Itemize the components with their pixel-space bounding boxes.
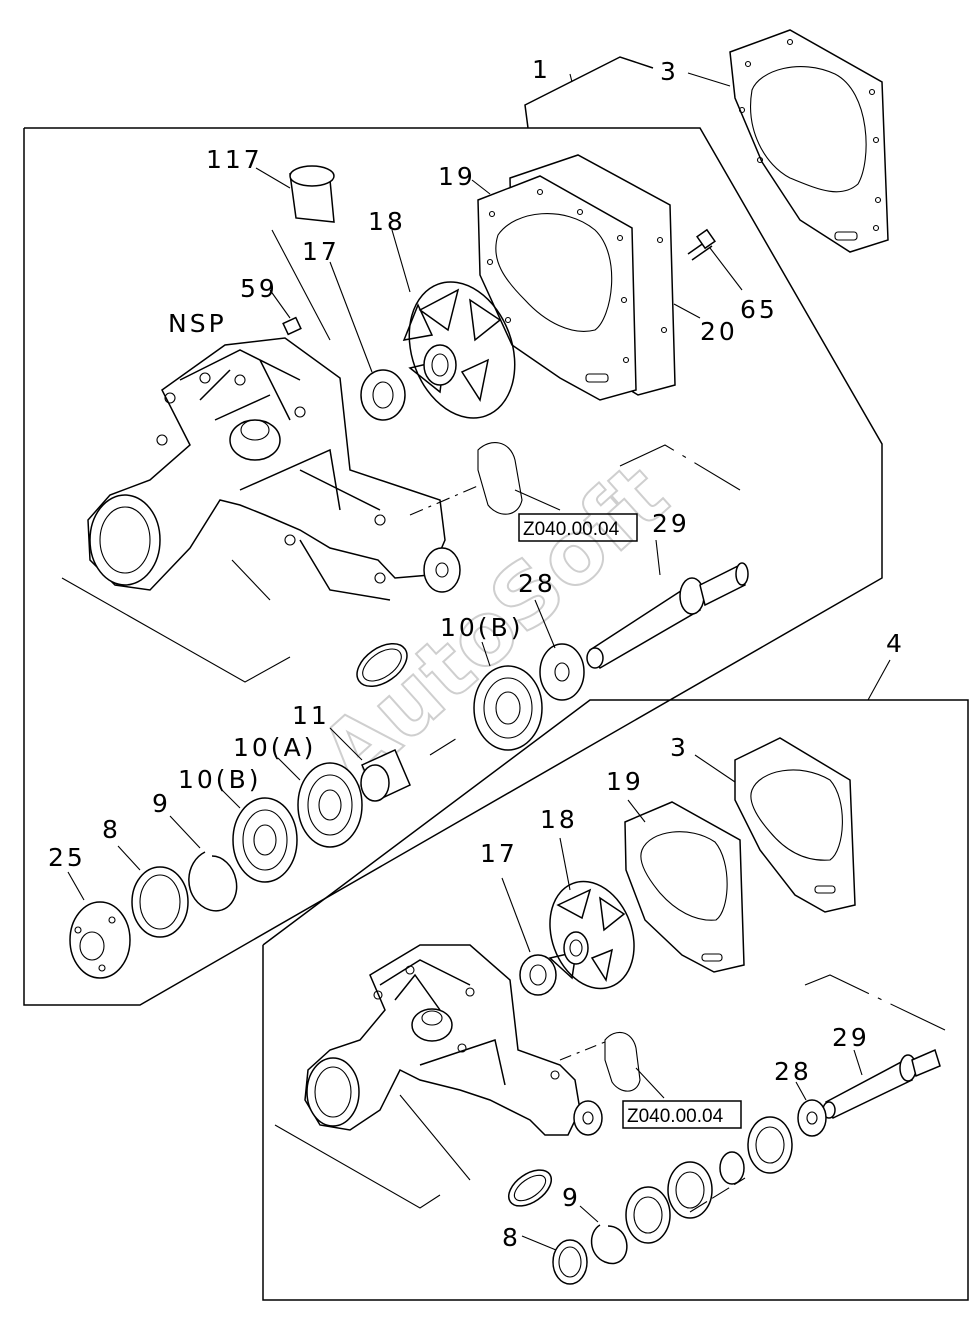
- seal-8-lower: [552, 1239, 588, 1285]
- label-part-29-upper: 29: [652, 509, 690, 538]
- label-part-19-upper: 19: [438, 162, 476, 191]
- shaft-29-lower: [822, 1048, 941, 1120]
- washer-28-upper: [539, 643, 585, 701]
- bracket-1: [524, 56, 654, 129]
- label-part-18-lower: 18: [540, 805, 578, 834]
- label-part-10a: 10(A): [233, 733, 316, 762]
- gasket-3-upper: [729, 29, 889, 253]
- frame-assembly-1: [23, 127, 883, 1006]
- label-part-17-upper: 17: [302, 237, 340, 266]
- seal-17-lower: [519, 954, 557, 996]
- spacer-11: [360, 749, 411, 802]
- label-part-10b-upper: 10(B): [440, 613, 523, 642]
- label-part-1: 1: [532, 55, 551, 84]
- ref-box-upper[interactable]: Z040.00.04: [518, 513, 638, 542]
- bearing-lower-3: [625, 1186, 671, 1244]
- bearing-lower-1: [747, 1116, 793, 1174]
- label-part-10b-lower: 10(B): [178, 765, 261, 794]
- ref-gasket-lower: [604, 1031, 641, 1092]
- label-part-8-lower: 8: [502, 1223, 521, 1252]
- spacer-lower: [719, 1151, 745, 1185]
- impeller-18-upper: [402, 281, 516, 419]
- seal-17-upper: [360, 369, 406, 421]
- o-ring-lower: [508, 1169, 552, 1207]
- label-part-59: 59: [240, 274, 278, 303]
- label-part-117: 117: [206, 145, 263, 174]
- shaft-29-upper: [586, 562, 749, 670]
- label-part-29-lower: 29: [832, 1023, 870, 1052]
- gasket-19-20-upper: [477, 154, 676, 401]
- gasket-19-lower: [624, 801, 745, 973]
- bearing-10b-upper: [473, 665, 543, 751]
- label-part-3-upper: 3: [660, 57, 679, 86]
- ref-text-lower: Z040.00.04: [627, 1106, 724, 1127]
- bearing-10b-lower: [232, 797, 298, 883]
- pulley-25: [69, 901, 131, 979]
- o-ring-upper: [356, 642, 408, 688]
- seal-8-upper: [131, 866, 189, 938]
- label-part-19-lower: 19: [606, 767, 644, 796]
- label-part-17-lower: 17: [480, 839, 518, 868]
- gasket-3-lower: [734, 737, 856, 913]
- label-part-3-lower: 3: [670, 733, 689, 762]
- frame-assembly-4: [262, 699, 969, 1301]
- label-part-4: 4: [886, 629, 905, 658]
- ref-box-lower[interactable]: Z040.00.04: [622, 1100, 742, 1129]
- snap-ring-9-lower: [590, 1224, 628, 1265]
- washer-28-lower: [797, 1099, 827, 1137]
- pin-59: [282, 316, 302, 336]
- ref-gasket-upper: [477, 442, 523, 515]
- label-part-11: 11: [292, 701, 330, 730]
- impeller-18-lower: [548, 880, 635, 990]
- ref-text-upper: Z040.00.04: [523, 519, 620, 540]
- bearing-10a: [297, 762, 363, 848]
- pump-body-lower: [304, 944, 603, 1136]
- label-part-28-upper: 28: [518, 569, 556, 598]
- label-part-8-upper: 8: [102, 815, 121, 844]
- pipe-117: [289, 165, 335, 223]
- label-part-9-lower: 9: [562, 1183, 581, 1212]
- label-part-9-upper: 9: [152, 789, 171, 818]
- label-part-65: 65: [740, 295, 778, 324]
- label-part-28-lower: 28: [774, 1057, 812, 1086]
- label-part-18-upper: 18: [368, 207, 406, 236]
- label-part-nsp: NSP: [168, 309, 227, 338]
- pump-body-upper: [87, 337, 461, 601]
- bearing-lower-2: [667, 1161, 713, 1219]
- label-part-20: 20: [700, 317, 738, 346]
- label-part-25: 25: [48, 843, 86, 872]
- snap-ring-9-upper: [188, 851, 238, 912]
- bolt-65: [687, 228, 716, 261]
